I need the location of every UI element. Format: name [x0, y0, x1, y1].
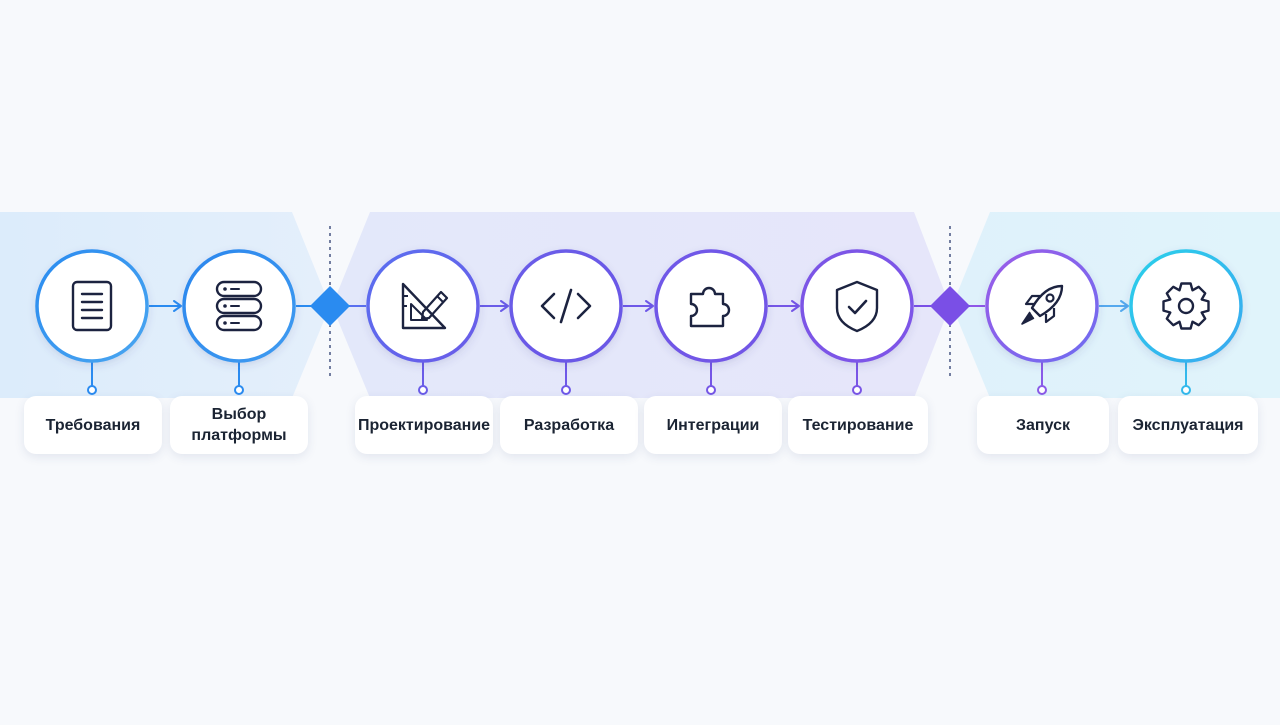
arrow-4-5: [623, 300, 654, 312]
node-ring: [35, 249, 149, 363]
phase-gateway-2-diamond: [930, 286, 970, 326]
step-label-card-6: Тестирование: [788, 396, 928, 454]
step-label-card-3: Проектирование: [355, 396, 493, 454]
arrow-5-6: [768, 300, 800, 312]
node-stem-dot: [87, 385, 97, 395]
step-node-4: [509, 249, 623, 395]
shield-check-icon: [835, 280, 879, 333]
step-label: Проектирование: [357, 416, 491, 434]
node-stem-dot: [852, 385, 862, 395]
step-label-card-8: Эксплуатация: [1118, 396, 1258, 454]
ruler-pencil-icon: [401, 282, 449, 330]
server-stack-icon: [215, 280, 263, 332]
arrow-7-8: [1099, 300, 1129, 312]
step-label-card-7: Запуск: [977, 396, 1109, 454]
step-node-2: [182, 249, 296, 395]
step-node-1: [35, 249, 149, 395]
node-stem-dot: [1037, 385, 1047, 395]
rocket-icon: [1021, 284, 1064, 325]
step-label: Требования: [45, 416, 141, 434]
step-label: Интеграции: [666, 416, 760, 434]
step-node-6: [800, 249, 914, 395]
arrow-3-4: [480, 300, 509, 312]
node-stem-dot: [706, 385, 716, 395]
step-node-8: [1129, 249, 1243, 395]
step-label-card-2: Выбор платформы: [170, 396, 308, 454]
node-ring: [654, 249, 768, 363]
step-label: Разработка: [523, 416, 615, 434]
step-node-3: [366, 249, 480, 395]
arrow-1-2: [149, 300, 182, 312]
node-ring: [1129, 249, 1243, 363]
phase-gateway-1-diamond: [310, 286, 350, 326]
node-stem-dot: [1181, 385, 1191, 395]
node-stem-dot: [234, 385, 244, 395]
step-label-card-5: Интеграции: [644, 396, 782, 454]
gear-icon: [1162, 282, 1210, 330]
node-ring: [800, 249, 914, 363]
document-icon: [71, 280, 113, 332]
code-icon: [540, 288, 592, 324]
node-ring: [985, 249, 1099, 363]
step-label-card-4: Разработка: [500, 396, 638, 454]
step-node-7: [985, 249, 1099, 395]
node-stem-dot: [561, 385, 571, 395]
puzzle-icon: [689, 286, 731, 328]
step-label: Запуск: [1016, 416, 1070, 434]
step-label: Эксплуатация: [1132, 416, 1244, 434]
node-stem-dot: [418, 385, 428, 395]
step-label: Выбор платформы: [191, 406, 287, 444]
step-label: Тестирование: [802, 416, 914, 434]
step-label-card-1: Требования: [24, 396, 162, 454]
step-node-5: [654, 249, 768, 395]
